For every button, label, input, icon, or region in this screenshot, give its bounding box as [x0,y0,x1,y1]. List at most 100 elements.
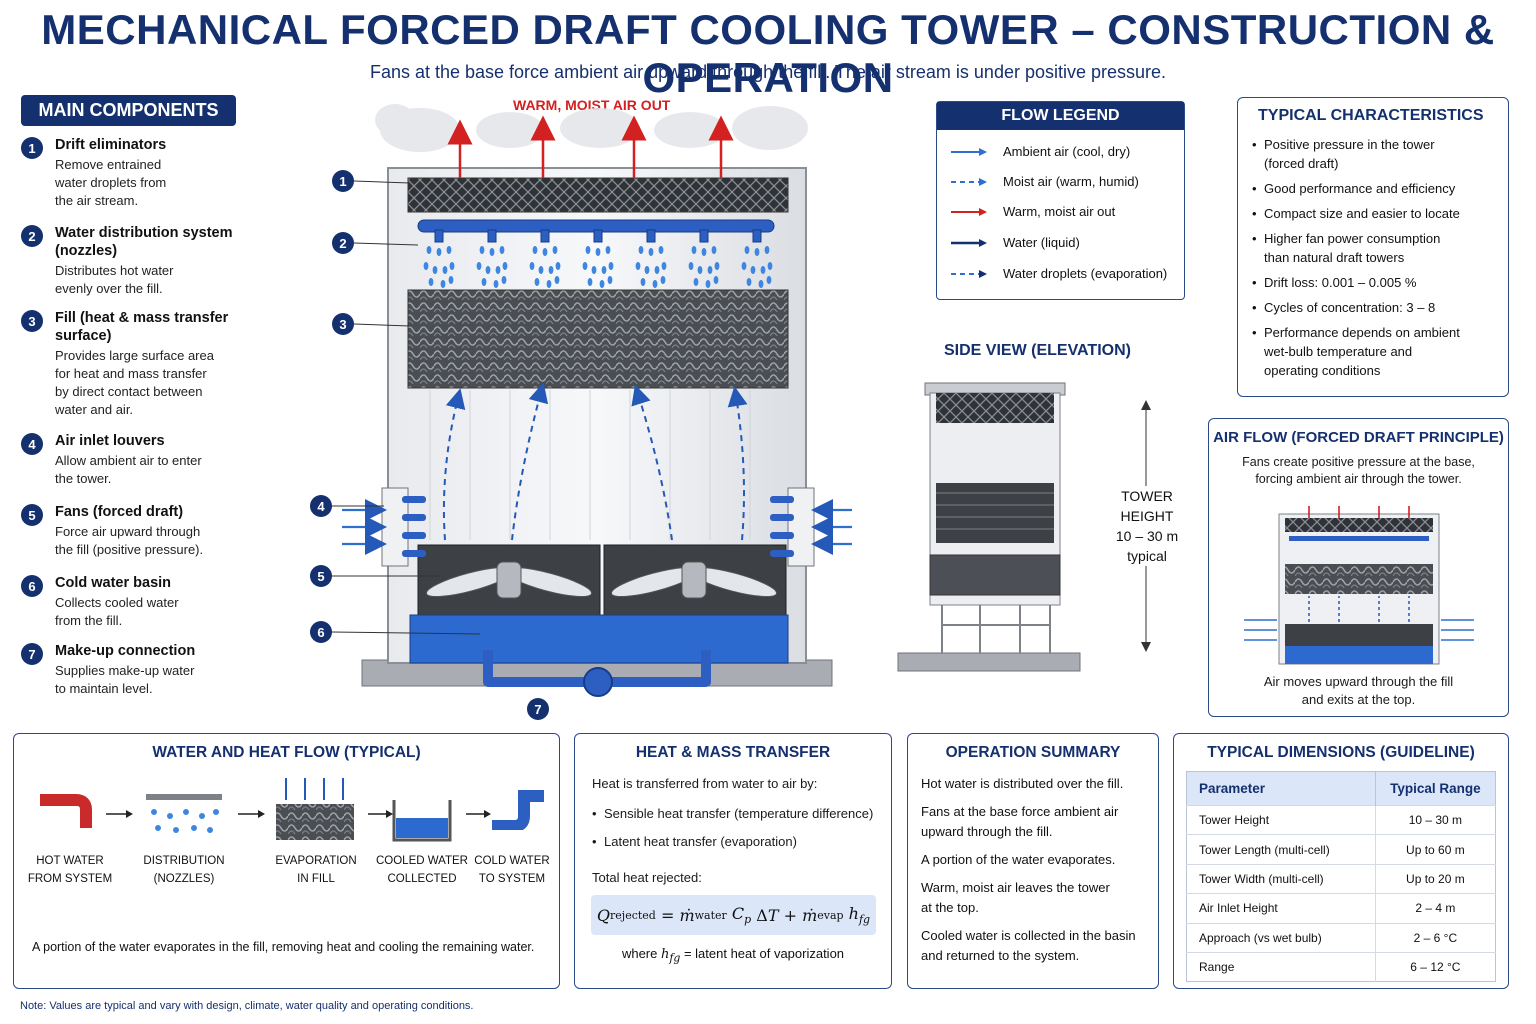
moist-air-arrow-icon [951,177,987,186]
water-droplet [538,266,544,274]
table-cell: 2 – 6 °C [1374,922,1496,953]
water-droplet [767,262,773,270]
water-droplet [758,280,764,288]
table-cell: Range [1186,951,1376,982]
component-desc: Supplies make-up water to maintain level… [55,663,195,696]
water-droplet [485,266,491,274]
water-droplet [648,248,654,256]
where-prefix: where [621,946,658,961]
water-droplet [476,262,482,270]
water-droplet [582,262,588,270]
heat-mass-transfer-panel: HEAT & MASS TRANSFER Heat is transferred… [574,733,892,989]
water-droplet [546,280,552,288]
list-item: Good performance and efficiency [1250,179,1508,198]
water-droplet [479,246,485,254]
flow-step-arrows [106,810,491,818]
component-title: Fans (forced draft) [55,504,184,520]
water-spray-droplets [423,246,773,288]
table-cell: 10 – 30 m [1374,804,1496,835]
component-desc: Force air upward through the fill (posit… [55,524,204,557]
typical-characteristics: TYPICAL CHARACTERISTICS Positive pressur… [1237,97,1509,397]
operation-item: Fans at the base force ambient air upwar… [921,804,1119,839]
operation-item: Hot water is distributed over the fill. [921,776,1124,791]
cold-water-basin [409,614,789,664]
callout-2: 2 [332,232,354,254]
water-heat-flow-panel: WATER AND HEAT FLOW (TYPICAL) HOT WATER … [13,733,560,989]
flow-legend: FLOW LEGEND Ambient air (cool, dry) Mois… [936,101,1185,300]
flow-note: A portion of the water evaporates in the… [32,940,535,954]
component-item: 4 Air inlet louvers Allow ambient air to… [21,432,291,503]
water-droplet [707,266,713,274]
water-heat-flow-title: WATER AND HEAT FLOW (TYPICAL) [152,744,421,761]
number-badge: 2 [21,225,43,247]
legend-item: Water droplets (evaporation) [951,266,1167,281]
operation-item: Warm, moist air leaves the tower at the … [921,880,1110,915]
characteristics-list: Positive pressure in the tower (forced d… [1250,135,1508,380]
legend-label: Water droplets (evaporation) [1003,266,1168,281]
table-cell: Air Inlet Height [1186,893,1376,924]
warm-air-out-arrows [447,115,734,178]
cooled-water-basin-icon [392,800,452,842]
legend-label: Warm, moist air out [1003,204,1116,219]
water-droplet [711,246,717,254]
water-droplet [499,246,505,254]
component-item: 7 Make-up connection Supplies make-up wa… [21,642,291,702]
flow-step-label: HOT WATER FROM SYSTEM [27,855,113,885]
water-droplet [750,266,756,274]
flow-step-label: COLD WATER TO SYSTEM [474,855,550,885]
component-title: Fill (heat & mass transfer surface) [55,310,229,344]
number-badge: 4 [21,433,43,455]
table-cell: Tower Height [1186,804,1376,835]
component-item: 6 Cold water basin Collects cooled water… [21,574,291,642]
water-droplet [644,266,650,274]
list-item: Positive pressure in the tower (forced d… [1250,135,1508,173]
column-header: Parameter [1186,771,1376,806]
table-cell: Up to 20 m [1374,863,1496,894]
air-flow-desc: Fans create positive pressure at the bas… [1242,455,1475,486]
component-desc: Collects cooled water from the fill. [55,595,179,628]
callout-4: 4 [310,495,332,517]
legend-item: Water (liquid) [951,235,1080,250]
list-item: Latent heat transfer (evaporation) [592,834,797,849]
water-droplet [760,266,766,274]
water-droplet [449,262,455,270]
water-droplet [660,276,666,284]
legend-title: FLOW LEGEND [937,102,1184,130]
water-droplet [764,246,770,254]
legend-item: Moist air (warm, humid) [951,174,1139,189]
tower-height-label: TOWER HEIGHT 10 – 30 m typical [1108,486,1186,566]
list-item: Drift loss: 0.001 – 0.005 % [1250,273,1508,292]
water-droplet [591,266,597,274]
flow-step-label: COOLED WATER COLLECTED [375,855,468,885]
water-droplet [481,278,487,286]
distribution-nozzles-icon [146,794,222,833]
air-flow-title: AIR FLOW (FORCED DRAFT PRINCIPLE) [1213,429,1504,446]
water-droplet [555,262,561,270]
list-item: Cycles of concentration: 3 – 8 [1250,298,1508,317]
operation-summary-panel: OPERATION SUMMARY Hot water is distribut… [907,733,1159,989]
table-row: Approach (vs wet bulb)2 – 6 °C [1186,922,1496,953]
water-droplet [766,276,772,284]
water-droplet [607,276,613,284]
water-droplet [493,280,499,288]
water-droplet [428,278,434,286]
mini-tower-diagram [1244,506,1474,665]
drift-eliminators [407,177,789,213]
list-item: Sensible heat transfer (temperature diff… [592,806,873,821]
water-droplet [442,266,448,274]
water-droplet [501,276,507,284]
callout-1: 1 [332,170,354,192]
flow-step-label: DISTRIBUTION (NOZZLES) [143,855,225,885]
table-cell: 2 – 4 m [1374,893,1496,924]
column-header: Typical Range [1374,771,1496,806]
list-item: Compact size and easier to locate [1250,204,1508,223]
warm-air-arrow-icon [951,207,987,216]
water-droplet [661,262,667,270]
water-droplet [701,248,707,256]
characteristics-title: TYPICAL CHARACTERISTICS [1258,107,1484,124]
water-droplet [744,246,750,254]
